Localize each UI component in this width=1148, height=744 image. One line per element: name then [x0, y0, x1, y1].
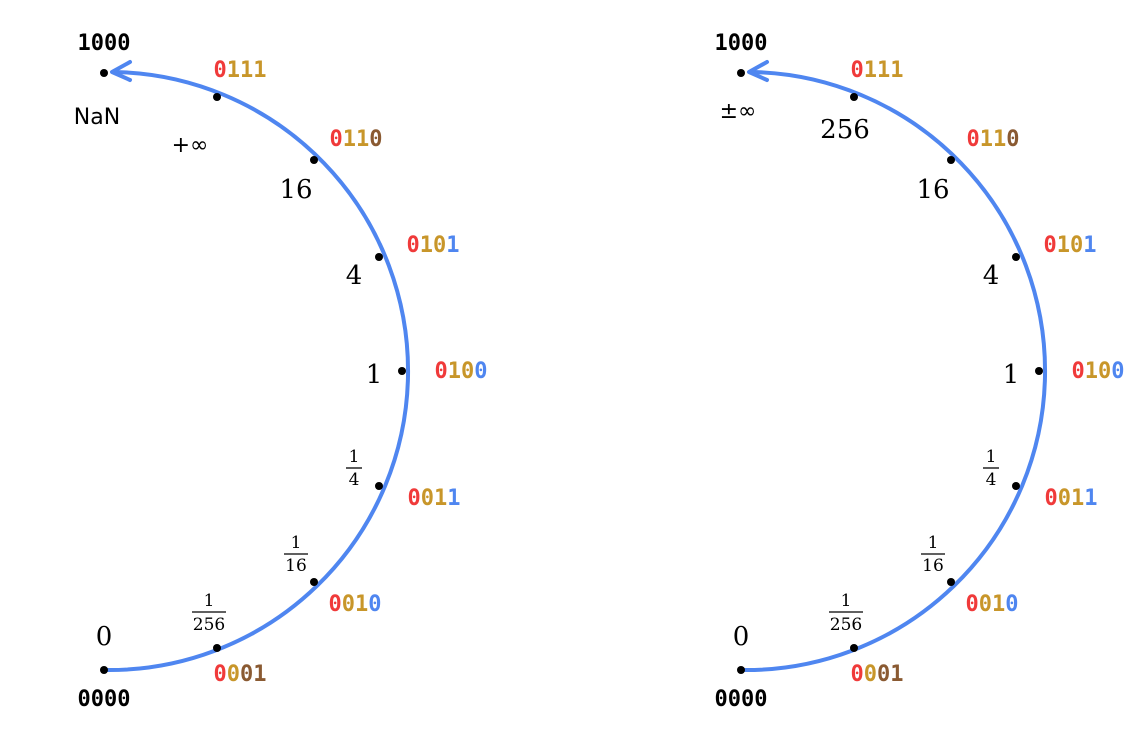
left-arrowhead	[110, 60, 132, 82]
left-code-0010: 0010	[329, 592, 382, 617]
right-value-4: 4	[983, 261, 1000, 291]
svg-text:4: 4	[349, 470, 360, 490]
left-value-4: 4	[346, 261, 363, 291]
left-code-0001: 0001	[214, 662, 267, 687]
right-panel: 1000 ±∞ 0000 0 0111 256 0110 16 0101 4 0…	[715, 31, 1125, 712]
left-top-label: NaN	[74, 105, 120, 130]
left-value-1-256: 1 256	[192, 591, 226, 635]
left-value-sixteenth: 1 16	[284, 533, 308, 576]
left-code-0101: 0101	[407, 233, 460, 258]
right-point-0100	[1035, 367, 1043, 375]
right-value-1: 1	[1003, 360, 1020, 390]
left-code-0100: 0100	[435, 359, 488, 384]
right-code-0110: 0110	[967, 127, 1020, 152]
svg-text:4: 4	[986, 470, 997, 490]
svg-text:1: 1	[928, 533, 939, 553]
right-top-code: 1000	[715, 31, 768, 56]
left-zero-label: 0	[96, 622, 113, 652]
right-point-0010	[947, 578, 955, 586]
svg-text:256: 256	[193, 615, 225, 635]
svg-text:1: 1	[291, 533, 302, 553]
right-point-0111	[850, 93, 858, 101]
left-point-0110	[310, 156, 318, 164]
left-value-1: 1	[366, 360, 383, 390]
svg-text:1: 1	[204, 591, 215, 611]
svg-text:1: 1	[841, 591, 852, 611]
right-point-0001	[850, 644, 858, 652]
right-top-label: ±∞	[720, 99, 757, 124]
right-arrowhead	[747, 60, 769, 82]
left-top-point	[100, 69, 108, 77]
left-bottom-code: 0000	[78, 687, 131, 712]
right-bottom-point	[737, 666, 745, 674]
right-top-point	[737, 69, 745, 77]
right-code-0010: 0010	[966, 592, 1019, 617]
left-code-0110: 0110	[330, 127, 383, 152]
right-bottom-code: 0000	[715, 687, 768, 712]
left-top-code: 1000	[78, 31, 131, 56]
right-value-sixteenth: 1 16	[921, 533, 945, 576]
left-point-0011	[375, 482, 383, 490]
left-bottom-point	[100, 666, 108, 674]
right-ring-arc	[739, 70, 1047, 673]
right-value-1-256: 1 256	[829, 591, 863, 635]
left-code-0011: 0011	[408, 486, 461, 511]
right-point-0011	[1012, 482, 1020, 490]
right-code-0011: 0011	[1045, 486, 1098, 511]
svg-text:16: 16	[285, 556, 307, 576]
right-code-0111: 0111	[851, 58, 904, 83]
right-zero-label: 0	[733, 622, 750, 652]
left-point-0010	[310, 578, 318, 586]
left-value-16: 16	[279, 175, 312, 205]
right-point-0110	[947, 156, 955, 164]
left-value-quarter: 1 4	[346, 447, 362, 490]
left-point-0111	[213, 93, 221, 101]
left-point-0101	[375, 253, 383, 261]
right-code-0100: 0100	[1072, 359, 1125, 384]
svg-text:16: 16	[922, 556, 944, 576]
svg-text:1: 1	[349, 447, 360, 467]
left-ring-arc	[102, 70, 410, 673]
left-panel: 1000 NaN +∞ 0000 0 0111 0110 16 0101 4 0…	[74, 31, 488, 712]
right-value-quarter: 1 4	[983, 447, 999, 490]
right-value-256: 256	[820, 115, 870, 145]
right-point-0101	[1012, 253, 1020, 261]
left-point-0001	[213, 644, 221, 652]
right-code-0001: 0001	[851, 662, 904, 687]
svg-text:1: 1	[986, 447, 997, 467]
left-inf-label: +∞	[172, 133, 209, 158]
left-point-0100	[398, 367, 406, 375]
svg-text:256: 256	[830, 615, 862, 635]
right-code-0101: 0101	[1044, 233, 1097, 258]
left-code-0111: 0111	[214, 58, 267, 83]
right-value-16: 16	[916, 175, 949, 205]
